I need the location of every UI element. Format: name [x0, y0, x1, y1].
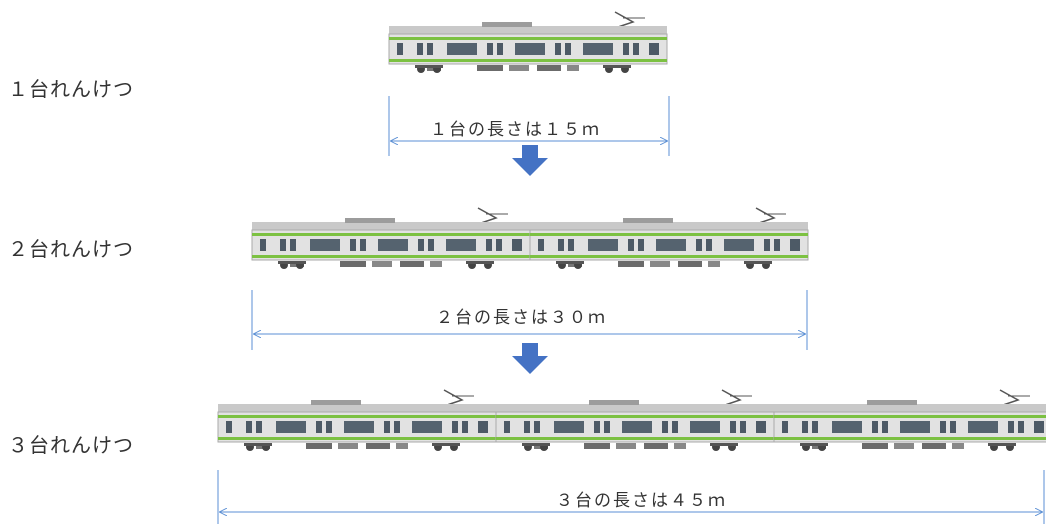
- dimension-row-2: [251, 290, 808, 350]
- train-row-3: [217, 389, 1046, 452]
- measure-label-2: ２台の長さは３０ｍ: [436, 308, 607, 328]
- down-arrow-icon-1: [512, 145, 548, 176]
- train-row-1: [388, 11, 668, 74]
- row-label-2: ２台れんけつ: [8, 237, 134, 261]
- train-row-2: [251, 207, 809, 270]
- row-label-1: １台れんけつ: [8, 77, 134, 101]
- measure-label-1: １台の長さは１５ｍ: [430, 120, 601, 140]
- train-car-icon: [773, 389, 1046, 452]
- train-car-icon: [388, 11, 668, 74]
- train-car-icon: [529, 207, 809, 270]
- dimension-row-3: [217, 470, 1045, 524]
- measure-label-3: ３台の長さは４５ｍ: [556, 491, 727, 511]
- dimension-row-1: [388, 96, 670, 156]
- row-label-3: ３台れんけつ: [8, 433, 134, 457]
- train-car-icon: [217, 389, 497, 452]
- train-car-icon: [251, 207, 531, 270]
- train-car-icon: [495, 389, 775, 452]
- down-arrow-icon-2: [512, 343, 548, 374]
